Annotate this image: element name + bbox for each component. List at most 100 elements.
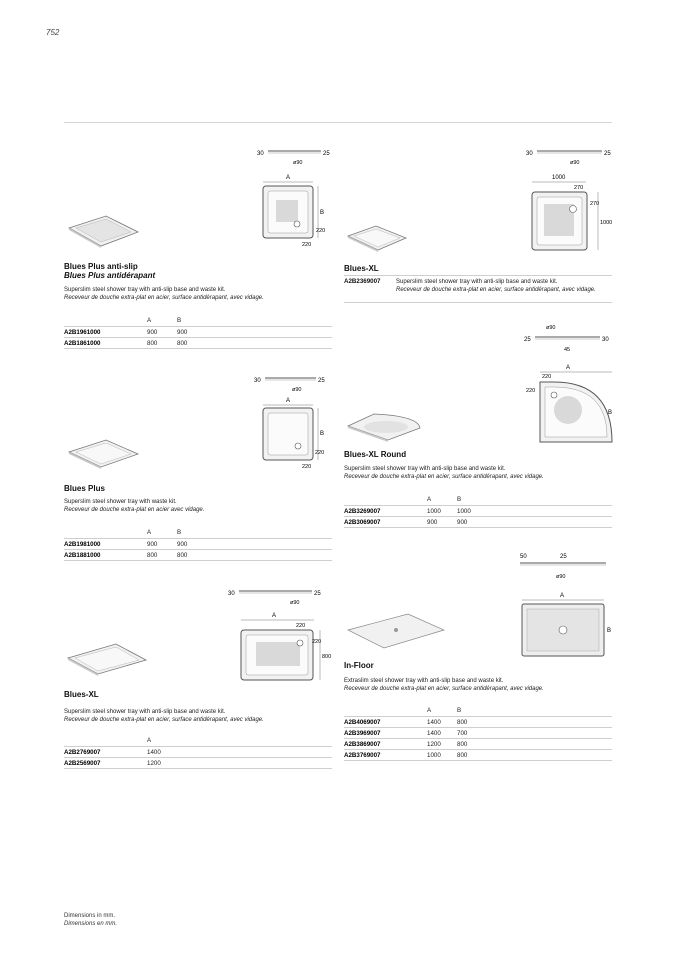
p4-plan-drawing: 1000 270 270 1000: [531, 175, 612, 251]
p2-side-profile-drawing: 30 25 ø90: [254, 377, 325, 393]
p6-side-profile-drawing: 50 25 ø90: [520, 554, 606, 580]
p5-plan-drawing: A 220 220 B: [526, 365, 613, 443]
p5-dim-a: A: [566, 365, 570, 371]
p1-dim-d1: 220: [316, 228, 325, 234]
p3-description: Superslim steel shower tray with anti-sl…: [64, 708, 332, 724]
p6-side-dim: 50: [520, 554, 527, 560]
p3-title: Blues-XL: [64, 690, 99, 699]
p1-row2-a: 800: [147, 337, 177, 349]
p6-row4-a: 1000: [427, 749, 457, 761]
p2-desc-fr: Receveur de douche extra-plat en acier a…: [64, 507, 205, 513]
p3-dim-a: A: [272, 613, 276, 619]
p1-description: Superslim steel shower tray with anti-sl…: [64, 286, 332, 302]
p5-row2-a: 900: [427, 516, 457, 528]
p2-description: Superslim steel shower tray with waste k…: [64, 498, 332, 514]
p5-row1-b: 1000: [457, 505, 612, 517]
p2-row1-code: A2B1981000: [64, 538, 147, 550]
p1-side-dim: 30: [257, 151, 264, 157]
p2-desc-en: Superslim steel shower tray with waste k…: [64, 499, 177, 505]
p3-dim-d2: 220: [312, 639, 321, 645]
p4-description: Superslim steel shower tray with anti-sl…: [396, 278, 606, 294]
p1-subtitle: Blues Plus antidérapant: [64, 271, 156, 280]
p2-dim-d2: 220: [302, 464, 311, 470]
p6-row4-code: A2B3769007: [344, 749, 427, 761]
p6-row2-b: 700: [457, 727, 612, 739]
p1-waste-dim: ø90: [293, 160, 302, 166]
p3-dim-d1: 220: [296, 623, 305, 629]
p6-dim-b: B: [607, 628, 611, 634]
page-number: 752: [46, 28, 60, 37]
p5-desc-fr: Receveur de douche extra-plat en acier, …: [344, 474, 544, 480]
p3-header-a: A: [147, 737, 152, 744]
p1-header-a: A: [147, 317, 152, 324]
table-row: A2B2769007 1400: [64, 746, 332, 758]
p5-spec-table: A B A2B3269007 1000 1000 A2B3069007 900 …: [344, 494, 612, 528]
p4-dim-w: 1000: [552, 175, 566, 181]
p2-row1-b: 900: [177, 538, 332, 550]
p6-header-b: B: [457, 707, 462, 714]
footnote-en: Dimensions in mm.: [64, 913, 116, 919]
p6-waste-dim: ø90: [556, 574, 565, 580]
p6-product-image: [347, 613, 446, 649]
p5-side-profile-drawing: ø90 25 30 45: [524, 325, 609, 353]
p5-header-b: B: [457, 496, 462, 503]
p2-side-dim: 30: [254, 378, 261, 384]
p1-product-image: [68, 215, 139, 248]
p2-row2-b: 800: [177, 549, 332, 561]
p6-spec-table: A B A2B4069007 1400 800 A2B3969007 1400 …: [344, 705, 612, 761]
p5-dim-d1: 220: [542, 374, 551, 380]
p1-row1-code: A2B1961000: [64, 326, 147, 338]
p3-waste-dim: ø90: [290, 600, 299, 606]
p6-row2-a: 1400: [427, 727, 457, 739]
p6-row1-b: 800: [457, 716, 612, 728]
p4-dim-h: 1000: [600, 220, 612, 226]
p6-row3-b: 800: [457, 738, 612, 750]
p5-dim-d2: 220: [526, 388, 535, 394]
p6-desc-en: Extraslim steel shower tray with anti-sl…: [344, 678, 504, 684]
p4-desc-fr: Receveur de douche extra-plat en acier, …: [396, 287, 596, 293]
p2-row2-code: A2B1881000: [64, 549, 147, 561]
p2-waste-dim: ø90: [292, 387, 301, 393]
p6-dim-a: A: [560, 593, 564, 599]
p1-side-profile-drawing: 30 25 ø90: [257, 150, 330, 166]
p6-row3-code: A2B3869007: [344, 738, 427, 750]
p2-header-a: A: [147, 529, 152, 536]
p5-header-a: A: [427, 496, 432, 503]
p6-header-a: A: [427, 707, 432, 714]
p3-spec-table: A A2B2769007 1400 A2B2569007 1200: [64, 735, 332, 769]
p3-side-dim: 30: [228, 591, 235, 597]
p1-row1-b: 900: [177, 326, 332, 338]
p4-title: Blues-XL: [344, 264, 379, 273]
p6-row1-code: A2B4069007: [344, 716, 427, 728]
p5-product-image: [346, 413, 421, 442]
p4-product-image: [346, 225, 408, 252]
p4-reference-row: A2B2369007 Superslim steel shower tray w…: [344, 275, 612, 303]
p1-desc-en: Superslim steel shower tray with anti-sl…: [64, 287, 226, 293]
table-row: A2B3769007 1000 800: [344, 749, 612, 761]
p6-row1-a: 1400: [427, 716, 457, 728]
p3-row1-a: 1400: [147, 746, 332, 758]
p1-plan-drawing: A B 220 220: [262, 175, 325, 248]
p1-row2-code: A2B1861000: [64, 337, 147, 349]
p4-dim-d2: 270: [590, 201, 599, 207]
p5-dim-b: B: [608, 410, 612, 416]
p6-row3-a: 1200: [427, 738, 457, 750]
p3-dim-h: 800: [322, 654, 331, 660]
p6-desc-fr: Receveur de douche extra-plat en acier, …: [344, 686, 544, 692]
p3-row1-code: A2B2769007: [64, 746, 147, 758]
p3-desc-fr: Receveur de douche extra-plat en acier, …: [64, 717, 264, 723]
p5-row2-b: 900: [457, 516, 612, 528]
p4-dim-d1: 270: [574, 185, 583, 191]
p5-row1-a: 1000: [427, 505, 457, 517]
p3-desc-en: Superslim steel shower tray with anti-sl…: [64, 709, 226, 715]
p6-row4-b: 800: [457, 749, 612, 761]
p3-row2-a: 1200: [147, 757, 332, 769]
table-row: A2B4069007 1400 800: [344, 716, 612, 728]
p5-description: Superslim steel shower tray with anti-sl…: [344, 465, 612, 481]
table-row: A2B2569007 1200: [64, 757, 332, 769]
p1-row2-b: 800: [177, 337, 332, 349]
table-row: A2B1861000 800 800: [64, 337, 332, 349]
table-row: A2B1981000 900 900: [64, 538, 332, 550]
footnote-fr: Dimensions en mm.: [64, 921, 118, 927]
p5-row2-code: A2B3069007: [344, 516, 427, 528]
